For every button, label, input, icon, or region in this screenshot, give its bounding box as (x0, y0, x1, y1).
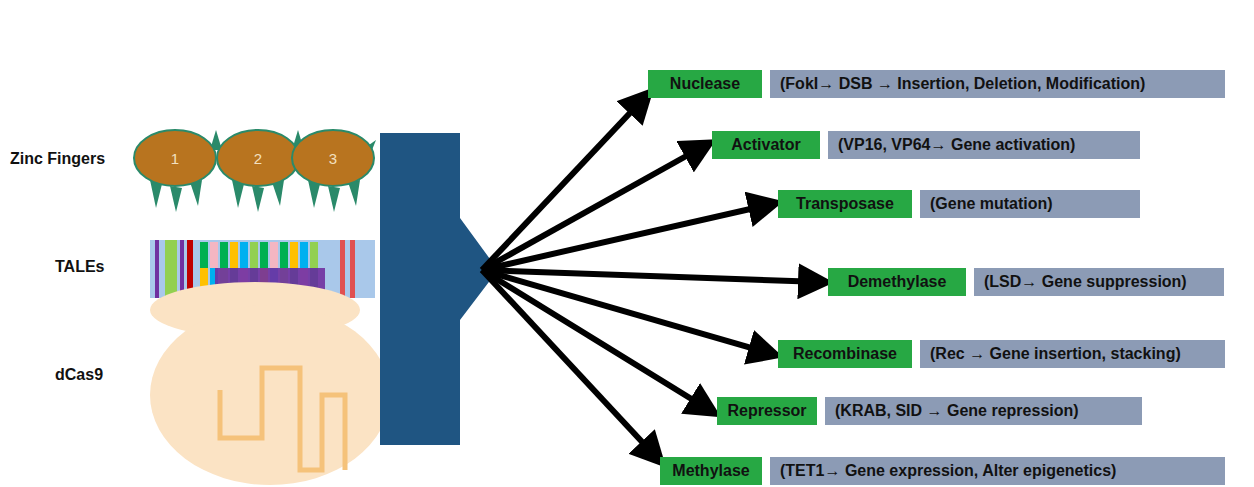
effector-box: Transposase (778, 190, 912, 218)
node-text: Methylase (672, 462, 749, 480)
node-text: Recombinase (793, 345, 897, 363)
node-text: Demethylase (848, 273, 947, 291)
node-text: (LSD→ Gene suppression) (984, 273, 1187, 291)
fan-arrow (482, 204, 772, 270)
function-box: (FokI→ DSB → Insertion, Deletion, Modifi… (770, 70, 1225, 98)
tool-label: dCas9 (55, 366, 103, 384)
node-text: Repressor (727, 402, 806, 420)
node-text: 2 (254, 150, 262, 167)
effector-box: Demethylase (828, 268, 966, 296)
node-text: (VP16, VP64→ Gene activation) (838, 136, 1075, 154)
effector-box: Activator (712, 131, 820, 159)
fusion-arrow (380, 133, 498, 445)
effector-box: Repressor (717, 397, 817, 425)
node-text: Transposase (796, 195, 894, 213)
zinc-finger: 1 (132, 128, 218, 188)
fan-arrow (482, 270, 658, 459)
node-text: 3 (329, 150, 337, 167)
effector-box: Nuclease (648, 70, 762, 98)
node-text: (Gene mutation) (930, 195, 1053, 213)
effector-box: Methylase (660, 457, 762, 485)
node-text: Activator (731, 136, 800, 154)
node-text: (KRAB, SID → Gene repression) (835, 402, 1079, 420)
function-box: (VP16, VP64→ Gene activation) (828, 131, 1140, 159)
fan-arrow (482, 145, 706, 270)
node-text: Nuclease (670, 75, 740, 93)
function-box: (KRAB, SID → Gene repression) (825, 397, 1142, 425)
node-text: (Rec → Gene insertion, stacking) (930, 345, 1181, 363)
function-box: (LSD→ Gene suppression) (974, 268, 1224, 296)
zinc-finger: 3 (290, 128, 376, 188)
zinc-finger: 2 (215, 128, 301, 188)
fan-arrow (482, 270, 772, 354)
function-box: (Rec → Gene insertion, stacking) (920, 340, 1225, 368)
function-box: (TET1→ Gene expression, Alter epigenetic… (770, 457, 1225, 485)
dcas9-protein (150, 282, 390, 485)
node-text: (TET1→ Gene expression, Alter epigenetic… (780, 462, 1116, 480)
node-text: 1 (171, 150, 179, 167)
effector-box: Recombinase (778, 340, 912, 368)
fan-arrow (482, 270, 822, 282)
function-box: (Gene mutation) (920, 190, 1140, 218)
fan-arrow (482, 96, 646, 270)
tool-label: TALEs (55, 258, 104, 276)
node-text: (FokI→ DSB → Insertion, Deletion, Modifi… (780, 75, 1145, 93)
tool-label: Zinc Fingers (10, 150, 105, 168)
